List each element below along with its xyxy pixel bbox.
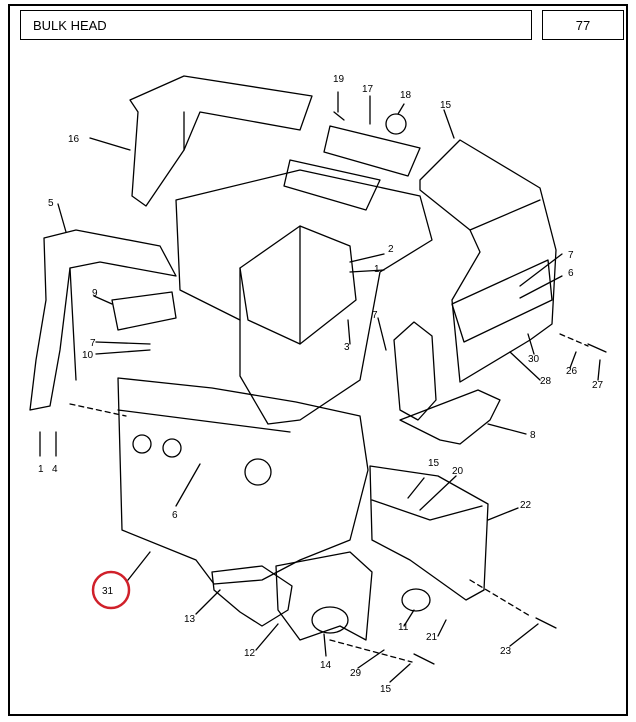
part-21-side-panel	[419, 139, 557, 383]
callout-label: 12	[244, 648, 256, 659]
callout-label: 15	[440, 100, 452, 111]
callout-label: 7	[568, 250, 574, 261]
callout-labels: 19 17 18 15 16 5 9 7 10 1 4 6 13 12 14 2…	[38, 74, 604, 695]
callout-label: 15	[428, 458, 440, 469]
part-9-bracket	[111, 291, 177, 331]
callout-label: 20	[452, 466, 464, 477]
callout-label: 11	[398, 622, 409, 633]
callout-label: 1	[38, 464, 44, 475]
page-number: 77	[542, 10, 624, 40]
part-15-bolt	[413, 653, 435, 665]
callout-label: 23	[500, 646, 512, 657]
part-16-mount	[401, 588, 431, 612]
page-title: BULK HEAD	[20, 10, 532, 40]
part-5-upright	[29, 229, 177, 411]
callout-label: 10	[82, 350, 94, 361]
callout-label: 22	[520, 500, 532, 511]
callout-label: 2	[388, 244, 394, 255]
callout-label: 9	[92, 288, 98, 299]
part-14-mount	[311, 606, 349, 634]
callout-label: 8	[530, 430, 536, 441]
part-26-bolt	[333, 111, 345, 121]
callout-label: 16	[68, 134, 80, 145]
part-24-cap	[385, 113, 407, 135]
callout-label: 1	[374, 264, 380, 275]
part-12-bracket	[275, 551, 373, 641]
part-20-bolt	[535, 617, 557, 629]
callout-label: 29	[350, 668, 362, 679]
highlight-ring	[91, 570, 131, 610]
part-19-box	[369, 465, 489, 601]
callout-label: 6	[568, 268, 574, 279]
callout-label: 7	[372, 310, 378, 321]
callout-label: 3	[344, 342, 350, 353]
callout-label: 21	[426, 632, 438, 643]
callout-label: 28	[540, 376, 552, 387]
callout-label: 13	[184, 614, 196, 625]
callout-label: 31	[102, 586, 114, 597]
page-frame	[8, 4, 628, 716]
callout-label: 5	[48, 198, 54, 209]
part-8-arm	[399, 389, 501, 445]
callout-label: 18	[400, 90, 412, 101]
part-22-cover	[129, 75, 313, 207]
callout-label: 17	[362, 84, 374, 95]
callout-label: 6	[172, 510, 178, 521]
part-13-bracket	[211, 565, 293, 627]
main-frame	[175, 169, 433, 425]
callout-label: 19	[333, 74, 345, 85]
part-23-bracket	[323, 125, 421, 177]
part-27-bolt	[587, 343, 607, 353]
callout-label: 15	[380, 684, 392, 695]
callout-label: 7	[90, 338, 96, 349]
part-31-front-plate	[117, 377, 369, 585]
callout-label: 26	[566, 366, 578, 377]
callout-label: 4	[52, 464, 58, 475]
callout-label: 30	[528, 354, 540, 365]
callout-label: 27	[592, 380, 604, 391]
part-11-bracket	[393, 321, 437, 421]
callout-label: 14	[320, 660, 332, 671]
